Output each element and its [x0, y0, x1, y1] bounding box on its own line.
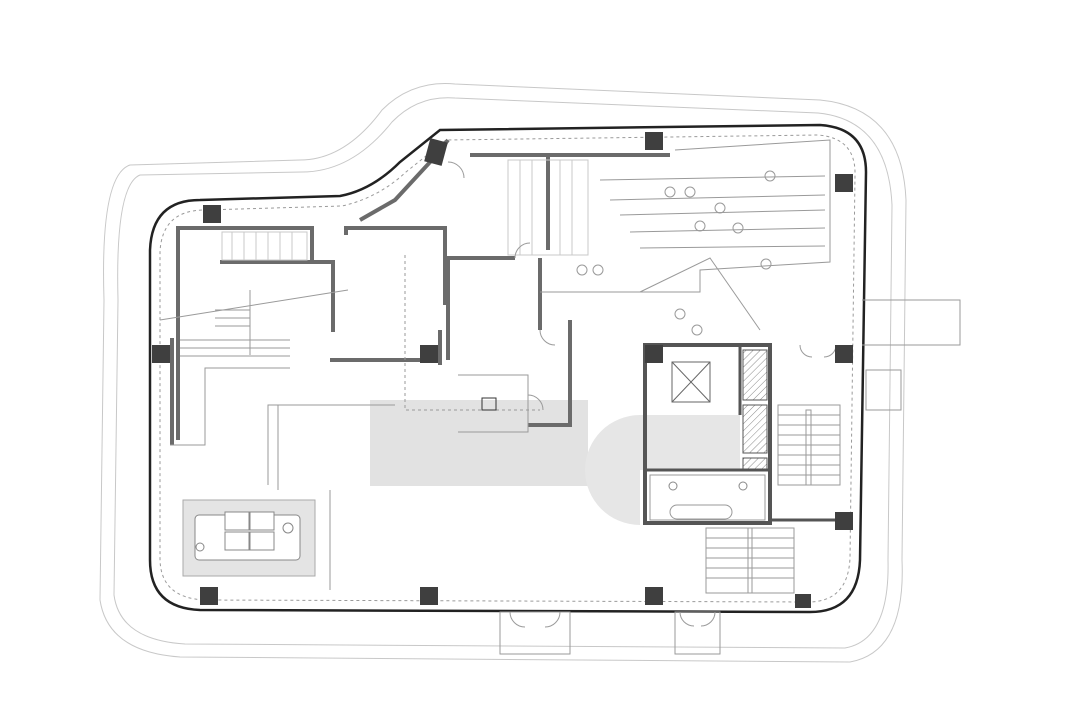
atrium-shaded-zone [370, 400, 588, 486]
restroom [649, 474, 766, 521]
table-icon [481, 397, 497, 411]
structural-columns [152, 132, 853, 608]
service-core [643, 343, 840, 525]
stair-top [221, 231, 308, 261]
stair-core [777, 404, 841, 486]
round-tables [576, 170, 776, 336]
site-boundary-inner [113, 97, 893, 649]
elevator-shaft [671, 361, 711, 403]
furniture-outlines [159, 139, 961, 590]
building-envelope-inner [159, 134, 856, 603]
sofa-icon [194, 511, 301, 561]
interior-walls [170, 138, 670, 445]
building-envelope [148, 123, 868, 614]
stair-feature [180, 290, 290, 357]
stair-center [507, 159, 589, 256]
shaft-hatched [742, 349, 768, 401]
site-boundary [99, 83, 907, 663]
stair-south [705, 527, 795, 594]
